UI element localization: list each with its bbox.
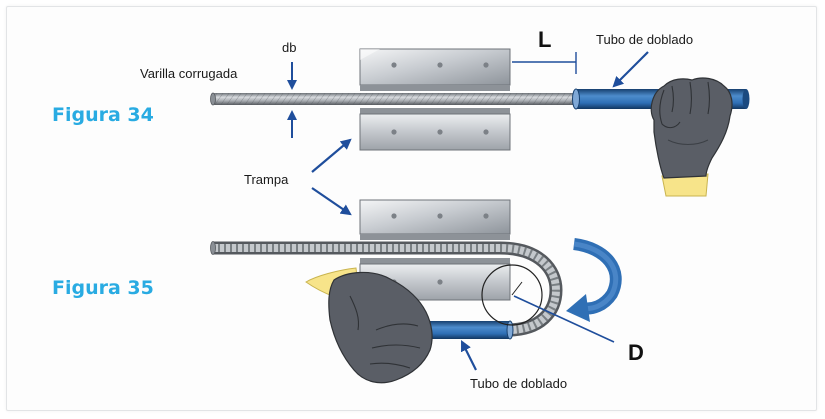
db-dimension: db bbox=[282, 40, 297, 138]
figure-34-label: Figura 34 bbox=[52, 104, 154, 126]
label-trampa: Trampa bbox=[244, 172, 289, 187]
curved-rotation-arrow-icon bbox=[566, 238, 622, 322]
clamp-upper-plate-35 bbox=[359, 199, 511, 240]
corrugated-rod-bent-35 bbox=[210, 241, 563, 337]
trampa-callout: Trampa bbox=[244, 138, 352, 216]
bend-diameter-circle bbox=[481, 264, 543, 326]
figure-34: L db Varilla corrugada Tubo de doblado F… bbox=[52, 27, 750, 197]
figure-35: D Tubo de doblado Figura 35 bbox=[52, 199, 644, 391]
gloved-hand-icon bbox=[305, 267, 433, 384]
clamp-lower-plate-34 bbox=[359, 108, 511, 151]
label-l: L bbox=[538, 27, 551, 52]
d-leader-line bbox=[513, 295, 615, 343]
figure-35-label: Figura 35 bbox=[52, 277, 154, 299]
gloved-hand-icon bbox=[650, 77, 733, 197]
label-tubo-de-doblado-bottom: Tubo de doblado bbox=[470, 376, 567, 391]
label-tubo-de-doblado-top: Tubo de doblado bbox=[596, 32, 693, 47]
label-d: D bbox=[628, 340, 644, 365]
corrugated-rod-34 bbox=[210, 92, 592, 106]
label-db: db bbox=[282, 40, 296, 55]
clamp-upper-plate-34 bbox=[359, 48, 511, 91]
label-varilla-corrugada: Varilla corrugada bbox=[140, 66, 238, 81]
length-dimension-l: L bbox=[512, 27, 577, 74]
